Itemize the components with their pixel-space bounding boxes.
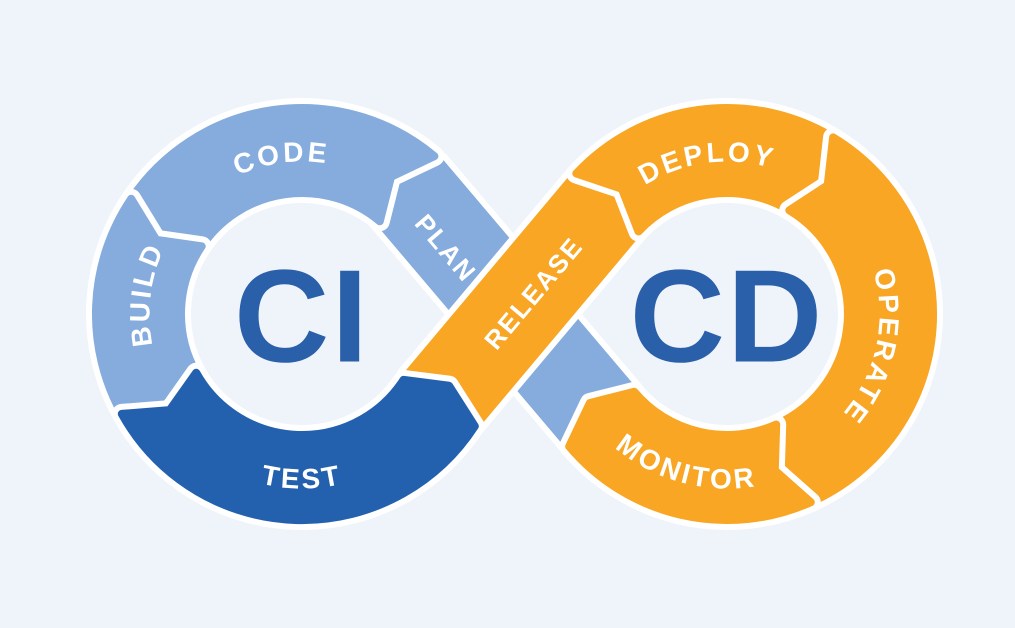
loop-shapes <box>85 98 944 531</box>
test-arc <box>117 368 479 525</box>
ci-title: CI <box>234 243 370 390</box>
operate-arc <box>770 133 938 507</box>
label-test: TEST <box>259 459 344 495</box>
monitor-arc <box>565 387 815 524</box>
cd-title: CD <box>630 243 825 390</box>
